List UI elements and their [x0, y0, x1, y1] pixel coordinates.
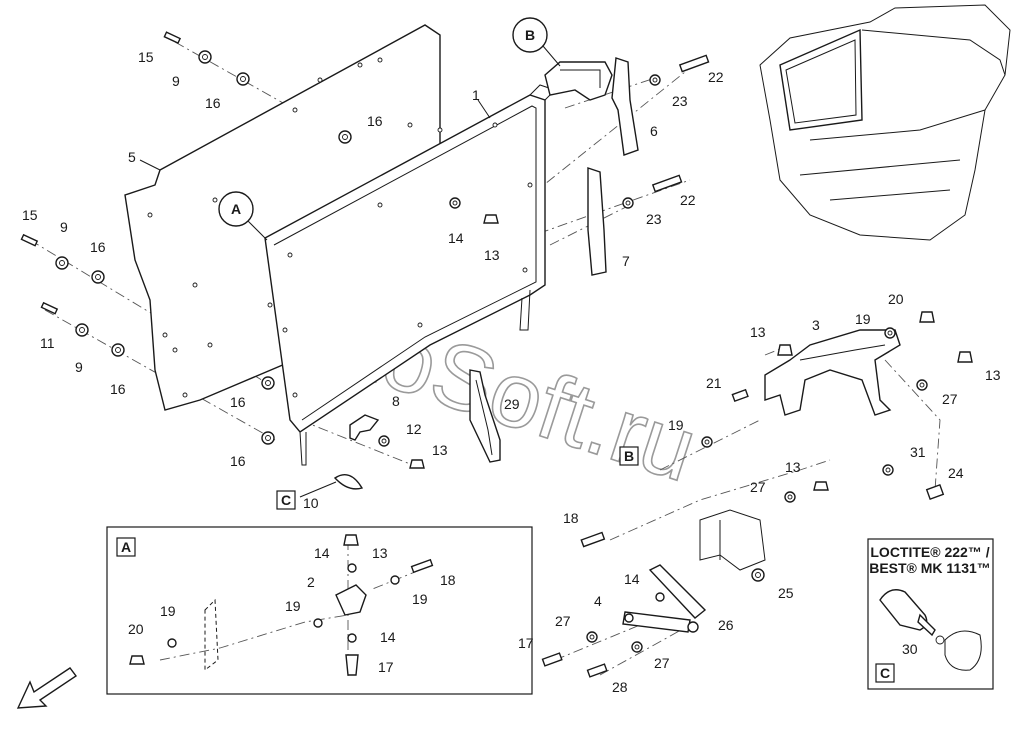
- callout-16: 16: [367, 113, 383, 129]
- view-a-label: A: [121, 539, 131, 555]
- callout-13: 13: [985, 367, 1001, 383]
- callout-14: 14: [314, 545, 330, 561]
- callout-16: 16: [90, 239, 106, 255]
- callout-6: 6: [650, 123, 658, 139]
- callout-23: 23: [646, 211, 662, 227]
- view-b-box-label: B: [624, 448, 634, 464]
- callout-19: 19: [285, 598, 301, 614]
- view-c-corner-label: C: [880, 665, 890, 681]
- machine-overview-sketch: [759, 4, 1011, 241]
- callout-16: 16: [230, 453, 246, 469]
- callout-20: 20: [888, 291, 904, 307]
- callout-13: 13: [484, 247, 500, 263]
- callout-26: 26: [718, 617, 734, 633]
- callout-23: 23: [672, 93, 688, 109]
- callout-29: 29: [504, 396, 520, 412]
- callout-1: 1: [472, 87, 480, 103]
- callout-9: 9: [75, 359, 83, 375]
- callout-21: 21: [706, 375, 722, 391]
- callout-19: 19: [412, 591, 428, 607]
- callout-15: 15: [22, 207, 38, 223]
- callout-7: 7: [622, 253, 630, 269]
- callout-18: 18: [563, 510, 579, 526]
- view-callout-b: B: [512, 17, 561, 67]
- callout-17: 17: [518, 635, 534, 651]
- loctite-line1: LOCTITE® 222™ /: [870, 544, 989, 560]
- callout-18: 18: [440, 572, 456, 588]
- view-b-circle-label: B: [525, 27, 535, 43]
- view-a-circle-label: A: [231, 201, 241, 217]
- callout-15: 15: [138, 49, 154, 65]
- callout-22: 22: [708, 69, 724, 85]
- view-callout-a: A: [218, 191, 268, 241]
- loctite-line2: BEST® MK 1131™: [869, 560, 991, 576]
- detail-view-a: A: [106, 526, 533, 695]
- direction-arrow-icon: [16, 667, 78, 709]
- callout-9: 9: [172, 73, 180, 89]
- callout-28: 28: [612, 679, 628, 695]
- callout-14: 14: [380, 629, 396, 645]
- callout-27: 27: [750, 479, 766, 495]
- callout-11: 11: [40, 335, 55, 351]
- callout-19: 19: [160, 603, 176, 619]
- view-box-c: C: [276, 490, 296, 510]
- view-box-b: B: [619, 446, 639, 466]
- callout-10: 10: [303, 495, 319, 511]
- leader-lines: [139, 99, 491, 498]
- callout-27: 27: [555, 613, 571, 629]
- callout-16: 16: [230, 394, 246, 410]
- callout-2: 2: [307, 574, 315, 590]
- upper-right-parts: [544, 54, 710, 276]
- callout-13: 13: [785, 459, 801, 475]
- callout-12: 12: [406, 421, 422, 437]
- bracket-assembly-3: [701, 311, 973, 500]
- callout-24: 24: [948, 465, 964, 481]
- callout-22: 22: [680, 192, 696, 208]
- callout-20: 20: [128, 621, 144, 637]
- callout-17: 17: [378, 659, 394, 675]
- detail-view-c-loctite: LOCTITE® 222™ / BEST® MK 1131™ C: [867, 538, 994, 690]
- callout-27: 27: [654, 655, 670, 671]
- callout-14: 14: [448, 230, 464, 246]
- callout-16: 16: [205, 95, 221, 111]
- callout-25: 25: [778, 585, 794, 601]
- callout-13: 13: [750, 324, 766, 340]
- callout-5: 5: [128, 149, 136, 165]
- callout-numbers: 15 9 16 16 5 1 15 9 16 11 9 16 16 16 14 …: [22, 49, 1001, 695]
- gas-strut-assembly: [541, 481, 829, 678]
- callout-31: 31: [910, 444, 926, 460]
- callout-16: 16: [110, 381, 126, 397]
- callout-30: 30: [902, 641, 918, 657]
- callout-13: 13: [372, 545, 388, 561]
- frame-1: [264, 84, 556, 466]
- callout-9: 9: [60, 219, 68, 235]
- left-fasteners: [20, 31, 501, 490]
- callout-8: 8: [392, 393, 400, 409]
- callout-4: 4: [594, 593, 602, 609]
- callout-14: 14: [624, 571, 640, 587]
- callout-3: 3: [812, 317, 820, 333]
- callout-19: 19: [668, 417, 684, 433]
- callout-13: 13: [432, 442, 448, 458]
- view-c-box-label: C: [281, 492, 291, 508]
- callout-27: 27: [942, 391, 958, 407]
- callout-19: 19: [855, 311, 871, 327]
